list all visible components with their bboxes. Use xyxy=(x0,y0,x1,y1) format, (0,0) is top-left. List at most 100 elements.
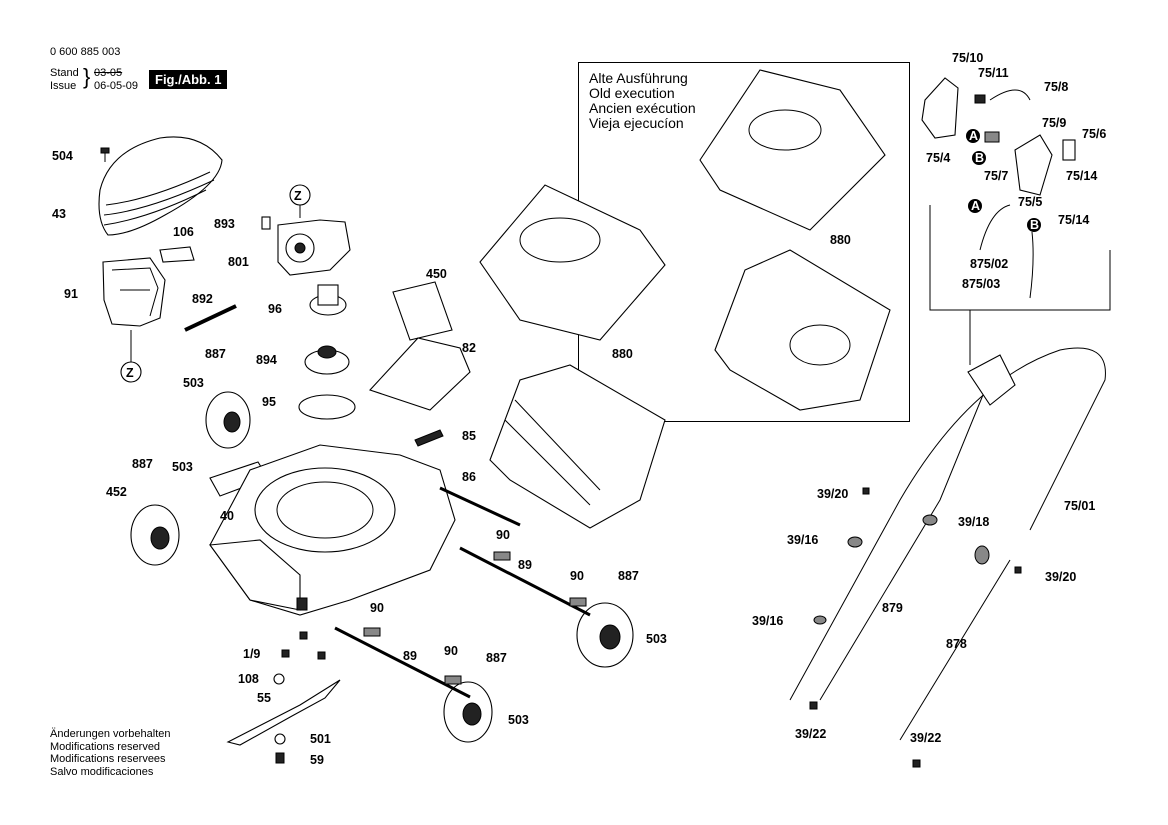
callout-893: 893 xyxy=(214,217,235,231)
old-version-caption: Alte Ausführung Old execution Ancien exé… xyxy=(589,71,696,131)
footer-notes: Änderungen vorbehalten Modifications res… xyxy=(50,728,170,778)
callout-503: 503 xyxy=(172,460,193,474)
part-96 xyxy=(309,284,347,316)
callout-a: A xyxy=(971,199,980,213)
callout-b: B xyxy=(975,151,984,165)
part-85 xyxy=(414,429,444,447)
callout-75-9: 75/9 xyxy=(1042,116,1066,130)
callout-39-20: 39/20 xyxy=(1045,570,1076,584)
blade-55-part xyxy=(226,679,341,746)
axle-89-upper xyxy=(459,546,591,617)
note-line-es: Salvo modificaciones xyxy=(50,765,154,778)
callout-75-5: 75/5 xyxy=(1018,195,1042,209)
callout-89: 89 xyxy=(518,558,532,572)
callout-503: 503 xyxy=(508,713,529,727)
callout-880: 880 xyxy=(612,347,633,361)
note-line-fr: Modifications reservees xyxy=(50,753,166,765)
callout-875-02: 875/02 xyxy=(970,257,1008,271)
marker-circle-a xyxy=(966,129,980,143)
brace-mark: } xyxy=(83,64,91,89)
callout-1-9: 1/9 xyxy=(243,647,260,661)
callout-75-7: 75/7 xyxy=(984,169,1008,183)
marker-circle-a xyxy=(968,199,982,213)
note-line-de: Änderungen vorbehalten xyxy=(50,728,171,740)
grass-box-basket-center xyxy=(489,364,666,529)
plate-82-part xyxy=(369,337,471,411)
callout-106: 106 xyxy=(173,225,194,239)
callout-89: 89 xyxy=(403,649,417,663)
callout-75-8: 75/8 xyxy=(1044,80,1068,94)
wheel-887-right xyxy=(576,602,634,668)
callout-90: 90 xyxy=(570,569,584,583)
part-892 xyxy=(184,304,237,332)
belt-95-part xyxy=(298,394,356,420)
callout-43: 43 xyxy=(52,207,66,221)
callout-878: 878 xyxy=(946,637,967,651)
callout-39-16: 39/16 xyxy=(752,614,783,628)
part-75-7 xyxy=(984,131,1000,143)
callout-39-22: 39/22 xyxy=(910,731,941,745)
part-75-6 xyxy=(1062,139,1076,161)
part-number: 0 600 885 003 xyxy=(50,46,121,58)
part-894 xyxy=(304,345,350,375)
note-line-en: Modifications reserved xyxy=(50,740,161,753)
part-75-11 xyxy=(974,94,986,104)
callout-75-14: 75/14 xyxy=(1058,213,1089,227)
callout-503: 503 xyxy=(646,632,667,646)
issue-value: 06-05-09 xyxy=(94,80,139,92)
callout-82: 82 xyxy=(462,341,476,355)
callout-75-4: 75/4 xyxy=(926,151,950,165)
spring-90-b xyxy=(569,597,587,607)
label-450-part xyxy=(392,281,453,341)
spring-90-d xyxy=(444,675,462,685)
callout-801: 801 xyxy=(228,255,249,269)
callout-452: 452 xyxy=(106,485,127,499)
callout-55: 55 xyxy=(257,691,271,705)
callout-90: 90 xyxy=(496,528,510,542)
washer-501 xyxy=(274,733,286,745)
axle-86-part xyxy=(439,486,521,527)
wheel-887-upper-left xyxy=(205,391,251,449)
callout-39-16: 39/16 xyxy=(787,533,818,547)
callout-91: 91 xyxy=(64,287,78,301)
figure-label: Fig./Abb. 1 xyxy=(149,70,228,89)
motor-801-part xyxy=(277,219,351,276)
grass-box-basket-old xyxy=(714,249,891,411)
caption-line-fr: Ancien exécution xyxy=(589,100,696,116)
callout-75-14: 75/14 xyxy=(1066,169,1097,183)
marker-circle-b xyxy=(1027,218,1041,232)
callout-90: 90 xyxy=(370,601,384,615)
wheel-887-bottom xyxy=(443,681,493,743)
screws-1-9 xyxy=(281,631,326,660)
switch-housing-75-4 xyxy=(921,77,959,139)
switch-cover-75-5 xyxy=(1014,134,1053,196)
caption-line-es: Vieja ejecucíon xyxy=(589,115,684,131)
spring-90-a xyxy=(493,551,511,561)
callout-z: Z xyxy=(126,366,134,380)
callout-90: 90 xyxy=(444,644,458,658)
callout-880: 880 xyxy=(830,233,851,247)
callout-39-22: 39/22 xyxy=(795,727,826,741)
caption-line-en: Old execution xyxy=(589,85,675,101)
callout-z: Z xyxy=(294,189,302,203)
callout-875-03: 875/03 xyxy=(962,277,1000,291)
washer-108 xyxy=(273,673,285,685)
grass-box-lid-old xyxy=(699,69,886,231)
marker-circle-b xyxy=(972,151,986,165)
callout-96: 96 xyxy=(268,302,282,316)
cable-75-8 xyxy=(989,89,1031,101)
motor-cover-part xyxy=(98,136,223,236)
grass-box-lid-center xyxy=(479,184,666,341)
callout-75-01: 75/01 xyxy=(1064,499,1095,513)
mower-deck-part xyxy=(208,444,456,616)
callout-86: 86 xyxy=(462,470,476,484)
callout-75-11: 75/11 xyxy=(978,66,1009,80)
callout-85: 85 xyxy=(462,429,476,443)
callout-75-6: 75/6 xyxy=(1082,127,1106,141)
callout-40: 40 xyxy=(220,509,234,523)
callout-894: 894 xyxy=(256,353,277,367)
issue-label: Issue xyxy=(50,80,77,92)
callout-95: 95 xyxy=(262,395,276,409)
screw-504-part xyxy=(100,147,110,162)
spring-90-c xyxy=(363,627,381,637)
